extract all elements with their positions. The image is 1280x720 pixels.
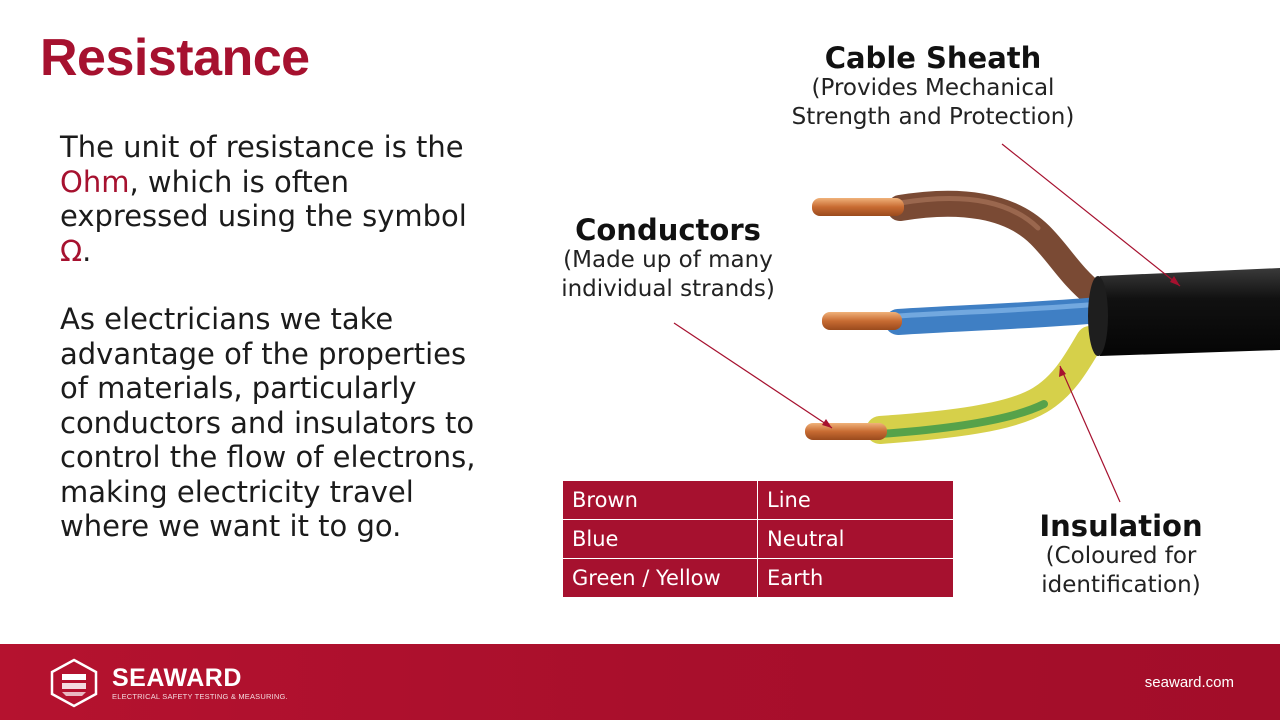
cable-diagram xyxy=(673,143,1280,503)
insulation-pointer-line xyxy=(1059,365,1121,503)
para1-text-after: . xyxy=(82,233,92,268)
sheath-pointer-line xyxy=(1001,143,1181,287)
conductors-desc-1: (Made up of many xyxy=(563,247,773,273)
insulation-desc-2: identification) xyxy=(1041,572,1201,598)
insulation-desc-1: (Coloured for xyxy=(1045,543,1197,569)
insulation-heading: Insulation xyxy=(1039,509,1203,543)
colour-cell: Blue xyxy=(562,519,758,559)
cable-sheath xyxy=(1091,268,1280,356)
cable-sheath-desc-2: Strength and Protection) xyxy=(791,104,1075,130)
cable-sheath-label: Cable Sheath (Provides Mechanical Streng… xyxy=(760,42,1106,132)
brand-tagline: ELECTRICAL SAFETY TESTING & MEASURING. xyxy=(112,692,288,701)
conductors-pointer-line xyxy=(673,322,833,429)
function-cell: Line xyxy=(757,480,954,520)
table-row: Green / Yellow Earth xyxy=(562,558,954,598)
para1-text-middle: , which is often expressed using the sym… xyxy=(60,164,467,234)
paragraph-electricians: As electricians we take advantage of the… xyxy=(60,302,476,543)
brand-name: SEAWARD xyxy=(112,664,242,692)
cable-sheath-heading: Cable Sheath xyxy=(824,41,1042,75)
brown-conductor-strands xyxy=(812,198,904,216)
conductors-label: Conductors (Made up of many individual s… xyxy=(540,214,796,304)
cable-sheath-desc-1: (Provides Mechanical xyxy=(811,75,1055,101)
brown-wire xyxy=(887,190,1108,308)
body-text: The unit of resistance is the Ohm, which… xyxy=(60,130,500,578)
seaward-logo-icon xyxy=(50,658,98,708)
omega-symbol: Ω xyxy=(60,233,83,268)
blue-conductor-strands xyxy=(822,312,902,330)
function-cell: Earth xyxy=(757,558,954,598)
conductors-desc-2: individual strands) xyxy=(561,276,775,302)
insulation-label: Insulation (Coloured for identification) xyxy=(1016,510,1226,600)
colour-cell: Green / Yellow xyxy=(562,558,758,598)
website-link[interactable]: seaward.com xyxy=(1144,674,1234,691)
function-cell: Neutral xyxy=(757,519,954,559)
paragraph-ohm: The unit of resistance is the Ohm, which… xyxy=(60,130,500,268)
footer-bar: SEAWARD ELECTRICAL SAFETY TESTING & MEAS… xyxy=(0,644,1280,720)
table-row: Blue Neutral xyxy=(562,519,954,559)
slide-title: Resistance xyxy=(40,29,310,87)
blue-wire xyxy=(885,297,1113,335)
colour-cell: Brown xyxy=(562,480,758,520)
conductors-heading: Conductors xyxy=(575,213,761,247)
earth-conductor-strands xyxy=(805,423,887,440)
green-yellow-wire xyxy=(866,326,1104,444)
table-row: Brown Line xyxy=(562,480,954,520)
para1-text-before: The unit of resistance is the xyxy=(60,130,464,164)
ohm-word: Ohm xyxy=(60,164,130,199)
wire-colour-table: Brown Line Blue Neutral Green / Yellow E… xyxy=(562,480,954,598)
